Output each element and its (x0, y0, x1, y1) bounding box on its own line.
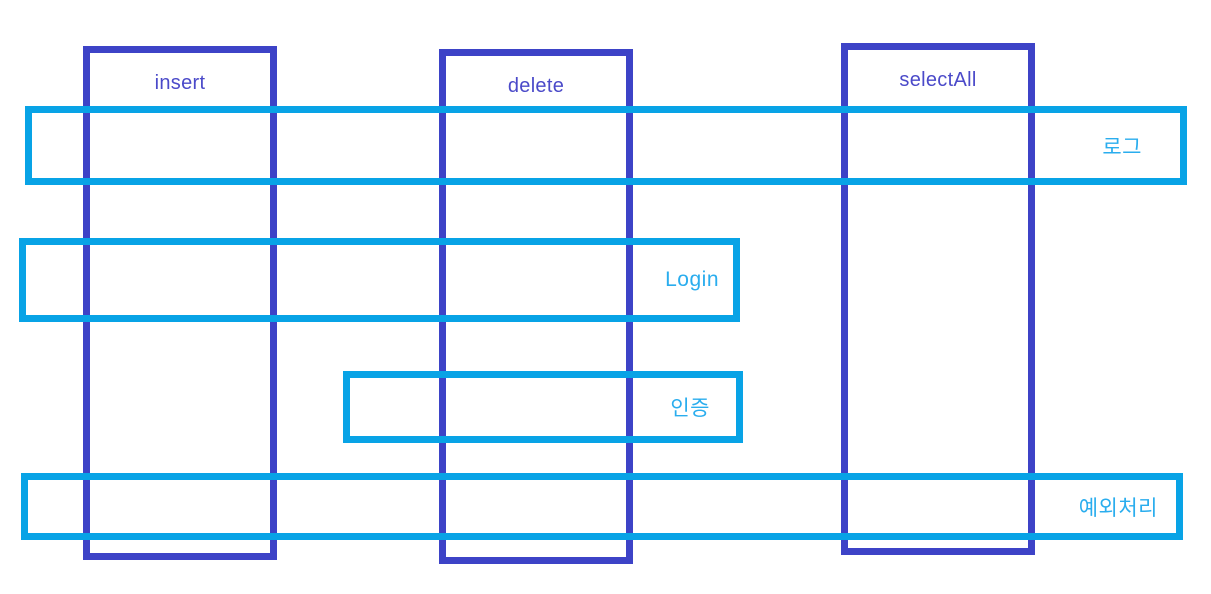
concern-box-login-label: Login (665, 268, 719, 291)
concern-box-log: 로그 (25, 106, 1187, 185)
core-box-insert-label: insert (154, 72, 206, 94)
core-box-delete-label: delete (507, 75, 565, 97)
core-box-selectall-label: selectAll (899, 69, 977, 91)
concern-box-login: Login (19, 238, 740, 322)
core-box-delete: delete (439, 49, 633, 564)
concern-box-exception-handling-label: 예외처리 (1078, 496, 1158, 520)
concern-box-log-label: 로그 (1102, 135, 1142, 159)
concern-box-authentication-label: 인증 (670, 397, 710, 420)
concern-box-authentication: 인증 (343, 371, 743, 443)
core-box-selectall: selectAll (841, 43, 1035, 555)
core-box-insert: insert (83, 46, 277, 560)
concern-box-exception-handling: 예외처리 (21, 473, 1183, 540)
